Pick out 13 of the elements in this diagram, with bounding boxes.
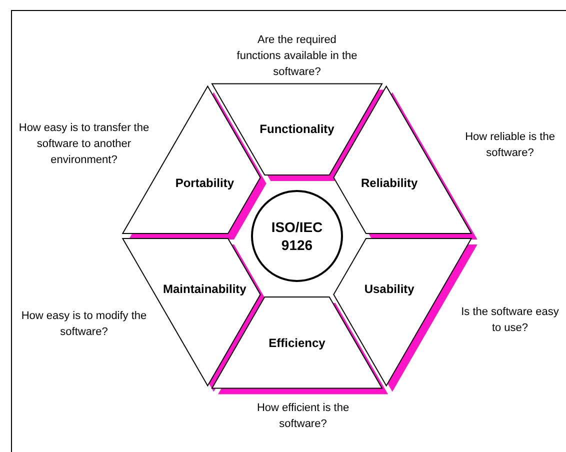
- question-text: Is the software easy to use?: [460, 305, 560, 336]
- question-text: How efficient is the software?: [256, 401, 350, 432]
- segment-label: Efficiency: [268, 334, 326, 352]
- segment-label: Maintainability: [162, 281, 246, 298]
- question-text: How easy is to modify the software?: [20, 309, 148, 340]
- question-text: How easy is to transfer the software to another environment?: [18, 121, 150, 168]
- question-text: How reliable is the software?: [464, 130, 556, 161]
- segment-label: Reliability: [360, 174, 418, 192]
- question-text: Are the required functions available in the software?: [236, 33, 358, 80]
- segment-label: Usability: [364, 281, 414, 298]
- segment-label: Functionality: [260, 121, 334, 138]
- segment-label: Portability: [175, 174, 234, 192]
- circle-label: ISO/IEC 9126: [270, 218, 324, 254]
